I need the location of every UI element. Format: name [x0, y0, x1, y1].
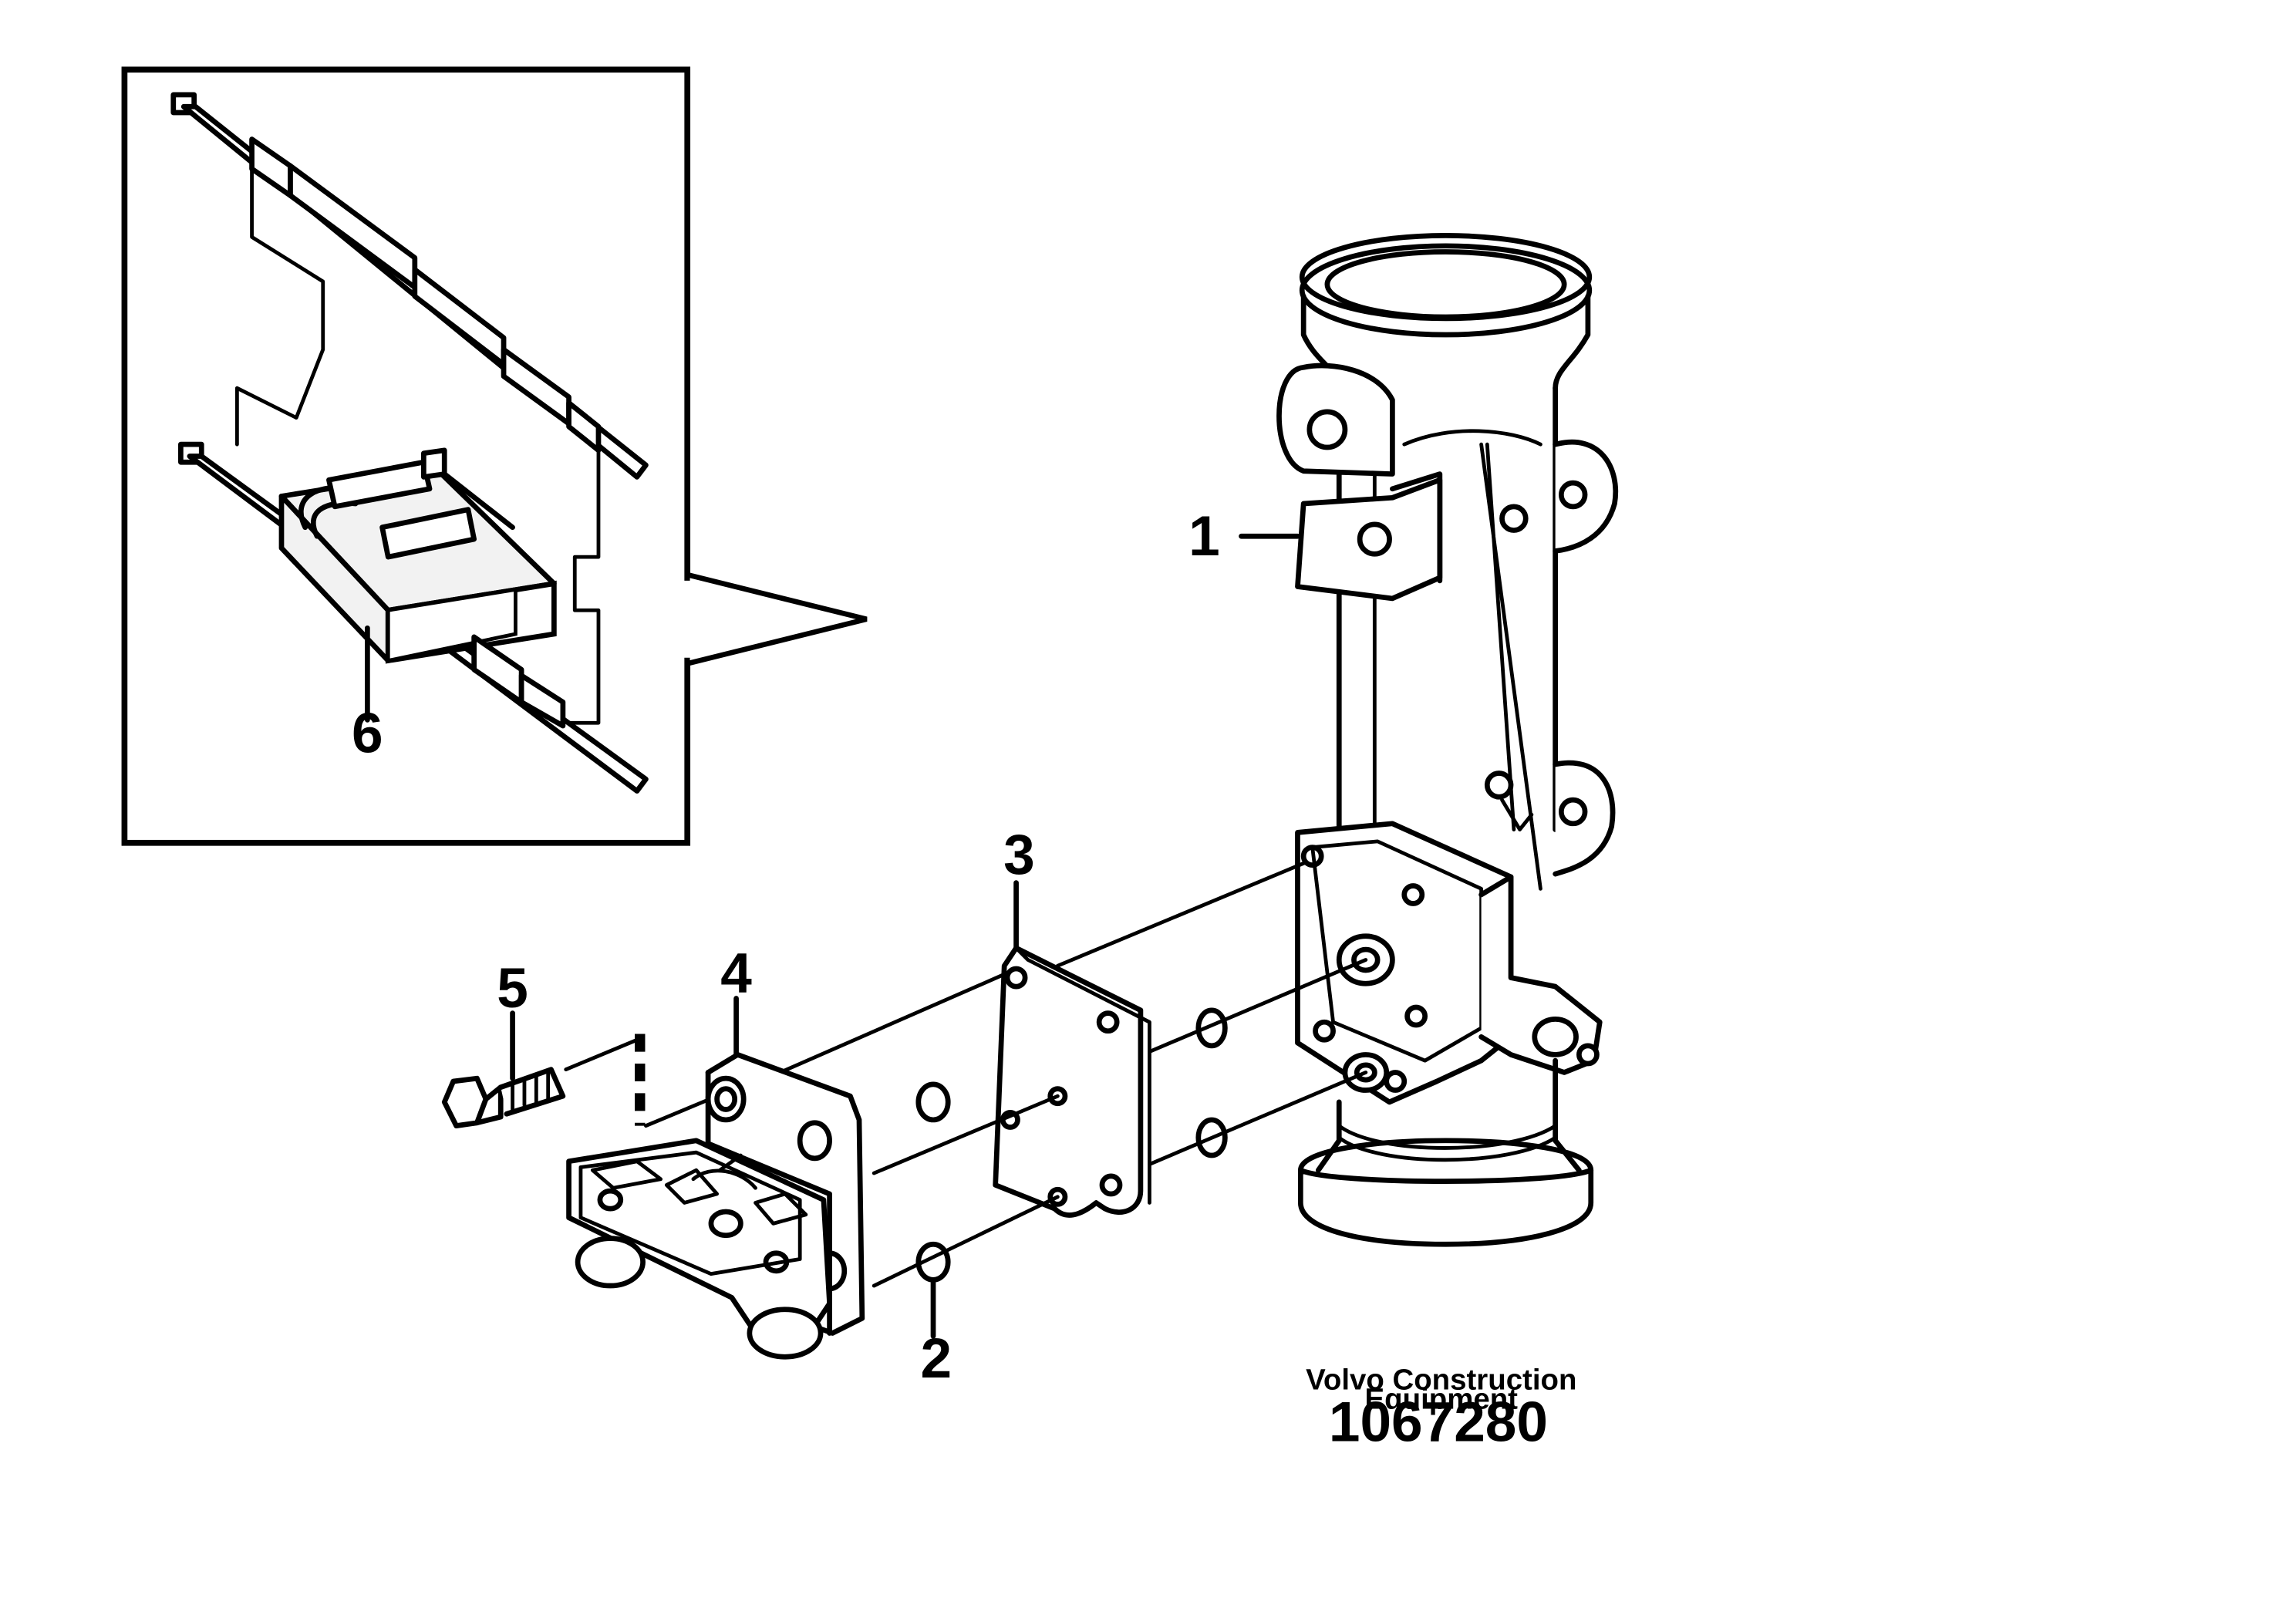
- o-rings: [915, 1007, 1228, 1283]
- drawing-number: 1067280: [1329, 1391, 1548, 1454]
- callout-5: 5: [497, 957, 528, 1020]
- inset-frame: [121, 66, 691, 846]
- break-line: [234, 167, 325, 447]
- callout-1: 1: [1188, 505, 1220, 568]
- detail-inset: 6: [121, 66, 868, 846]
- inset-pointer: [684, 571, 868, 667]
- callout-2: 2: [921, 1327, 952, 1390]
- flange-bolt: [441, 1067, 566, 1128]
- valve-bracket: [566, 1052, 865, 1360]
- callout-6: 6: [352, 703, 383, 765]
- caption-line1: Volvo Construction: [1306, 1363, 1576, 1396]
- caption-block: Volvo Construction Equipment 1067280: [1306, 1363, 1576, 1453]
- callout-3: 3: [1003, 824, 1035, 886]
- axle-housing: [1276, 233, 1618, 1247]
- caption-line2: Equipment: [1365, 1382, 1519, 1415]
- assembly-lines: [564, 860, 1368, 1288]
- gasket-plate: [993, 945, 1151, 1218]
- callout-4: 4: [720, 943, 752, 1005]
- cable-tie-upper: [170, 92, 649, 480]
- sensor-module: [178, 441, 649, 794]
